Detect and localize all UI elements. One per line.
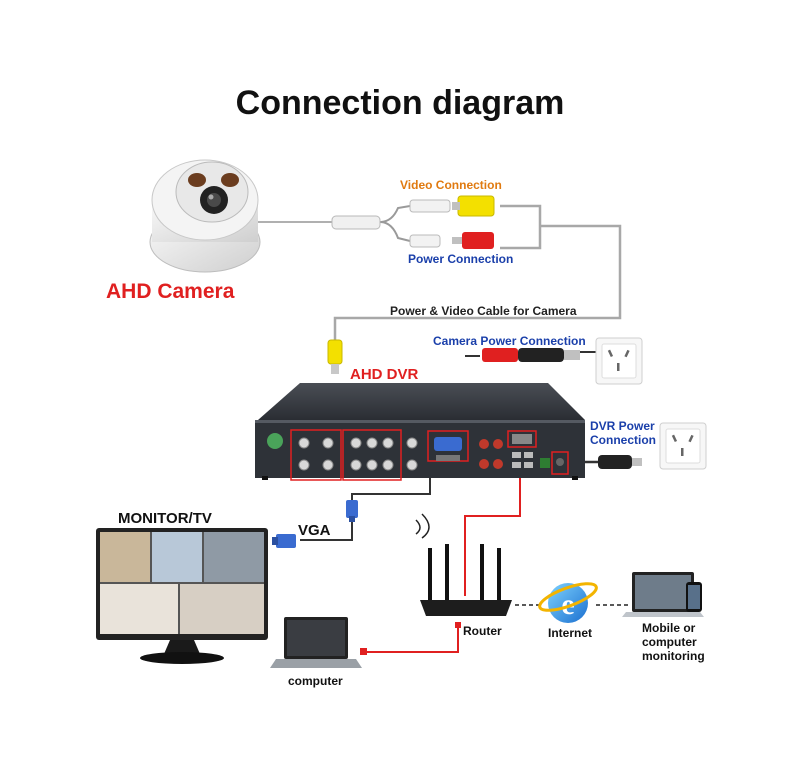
splitter-icon bbox=[331, 215, 381, 230]
laptop-icon bbox=[622, 572, 704, 617]
wires bbox=[250, 204, 628, 653]
bnc-plug-icon bbox=[409, 195, 495, 217]
dvr-power-plug-icon bbox=[598, 455, 642, 469]
dvr-icon bbox=[255, 383, 585, 481]
video-connection-label: Video Connection bbox=[400, 178, 502, 192]
dome-camera-icon bbox=[149, 159, 261, 273]
page-title: Connection diagram bbox=[235, 84, 565, 122]
vga-plug-icon bbox=[346, 500, 358, 522]
splitter-branch-power bbox=[379, 221, 411, 242]
vga-label: VGA bbox=[298, 522, 331, 539]
cable-label: Power & Video Cable for Camera bbox=[390, 304, 577, 318]
monitor-label: MONITOR/TV bbox=[118, 510, 212, 527]
power-connection-label: Power Connection bbox=[408, 252, 514, 266]
router-icon bbox=[415, 513, 512, 628]
lan-cable-computer bbox=[366, 627, 459, 653]
dvr-label: AHD DVR bbox=[350, 366, 419, 383]
vga-plug-icon bbox=[272, 534, 296, 548]
router-label: Router bbox=[463, 624, 502, 638]
svg-text:e: e bbox=[561, 588, 574, 621]
computer-label: computer bbox=[288, 674, 343, 688]
internet-label: Internet bbox=[548, 626, 593, 640]
wall-socket-icon bbox=[595, 337, 643, 385]
dvr-power-label: DVR Power Connection bbox=[590, 419, 656, 447]
splitter-branch-video bbox=[379, 205, 411, 223]
video-power-cable bbox=[333, 204, 622, 340]
internet-explorer-icon: e bbox=[538, 582, 598, 623]
monitor-icon bbox=[96, 528, 268, 664]
mobile-phone-icon bbox=[686, 582, 702, 612]
lan-cable-1 bbox=[464, 470, 521, 596]
dvr-input-plug-icon bbox=[327, 339, 343, 374]
laptop-icon bbox=[270, 617, 367, 668]
camera-label: AHD Camera bbox=[106, 280, 235, 303]
mobile-monitoring-label: Mobile or computer monitoring bbox=[642, 621, 705, 663]
dc-plug-icon bbox=[409, 232, 494, 249]
camera-power-plug-icon bbox=[482, 348, 580, 362]
wall-socket-icon bbox=[659, 422, 707, 470]
camera-power-label: Camera Power Connection bbox=[433, 334, 586, 348]
